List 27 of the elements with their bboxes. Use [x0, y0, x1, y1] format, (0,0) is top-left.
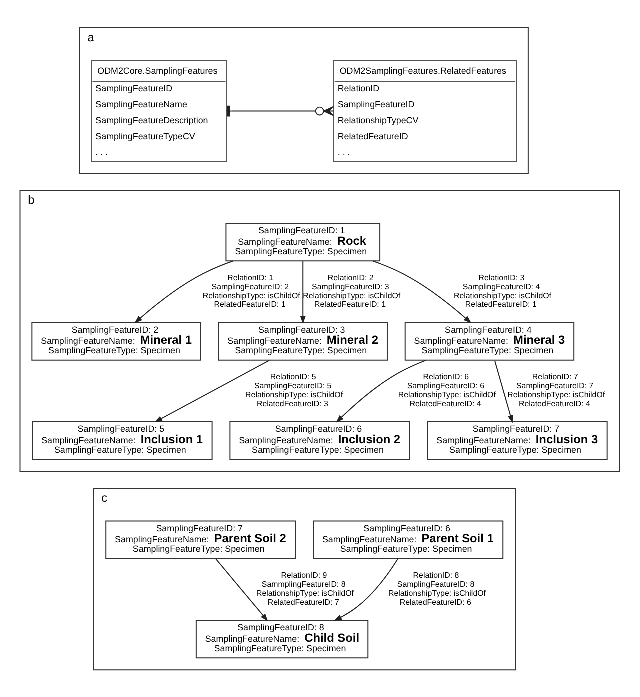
node-box: SamplingFeatureID: 7 SamplingFeatureName: Inclusion 3 SamplingFeatureType: Specimen	[427, 420, 608, 460]
edge-label: RelationID: 1 SamplingFeatureID: 2 RelationshipType: isChildOf RelatedFeatureID: 1	[202, 272, 300, 309]
node-box: SamplingFeatureID: 4 SamplingFeatureName: Mineral 3 SamplingFeatureType: Specimen	[404, 322, 575, 360]
edge-label: RelationID: 7 SamplingFeatureID: 7 RelationshipType: isChildOf RelatedFeatureID: 4	[508, 372, 606, 408]
node-box: SamplingFeatureID: 1 SamplingFeatureName: Rock SamplingFeatureType: Specimen	[226, 222, 381, 262]
arrow	[300, 260, 306, 324]
arrow	[494, 360, 514, 423]
arrow	[154, 360, 270, 422]
arrow	[134, 260, 234, 323]
arrow	[372, 260, 472, 323]
edge-label: RelationID: 5 SamplingFeatureID: 5 RelationshipType: isChildOf RelatedFeatureID: 3	[246, 372, 344, 408]
edge-label: RelationID: 9 SammplingFeatureID: 8 RelationshipType: isChildOf RelatedFeatureID: 7	[256, 570, 354, 606]
node-box: SamplingFeatureID: 2 SamplingFeatureName: Mineral 1 SamplingFeatureType: Specimen	[32, 322, 202, 360]
arrow	[216, 558, 268, 622]
edge-label: RelationID: 6 SamplingFeatureID: 6 RelationshipType: isChildOf RelatedFeatureID: 4	[398, 372, 496, 408]
edge-label: RelationID: 2 SamplingFeatureID: 3 RelationshipType: isChildOf RelatedFeatureID: 1	[303, 272, 401, 309]
node-box: SamplingFeatureID: 6 SamplingFeatureName: Parent Soil 1 SamplingFeatureType: Specimen	[313, 520, 504, 559]
node-box: SamplingFeatureID: 7 SamplingFeatureName: Parent Soil 2 SamplingFeatureType: Specimen	[106, 520, 296, 559]
node-box: SamplingFeatureID: 5 SamplingFeatureName: Inclusion 1 SamplingFeatureType: Specimen	[32, 420, 213, 460]
edge-label: RelationID: 8 SamplingFeatureID: 8 RelationshipType: isChildOf RelatedFeatureID: 6	[388, 570, 486, 606]
node-box: SamplingFeatureID: 8 SamplingFeatureName: Child Soil SamplingFeatureType: Specimen	[196, 619, 369, 658]
node-box: SamplingFeatureID: 3 SamplingFeatureName: Mineral 2 SamplingFeatureType: Specimen	[218, 322, 388, 360]
edge-label: RelationID: 3 SamplingFeatureID: 4 RelationshipType: isChildOf RelatedFeatureID: 1	[454, 272, 552, 309]
node-box: SamplingFeatureID: 6 SamplingFeatureName: Inclusion 2 SamplingFeatureType: Specimen	[230, 420, 410, 460]
connector	[226, 105, 334, 116]
arrow	[334, 558, 399, 621]
arrow	[336, 360, 426, 422]
